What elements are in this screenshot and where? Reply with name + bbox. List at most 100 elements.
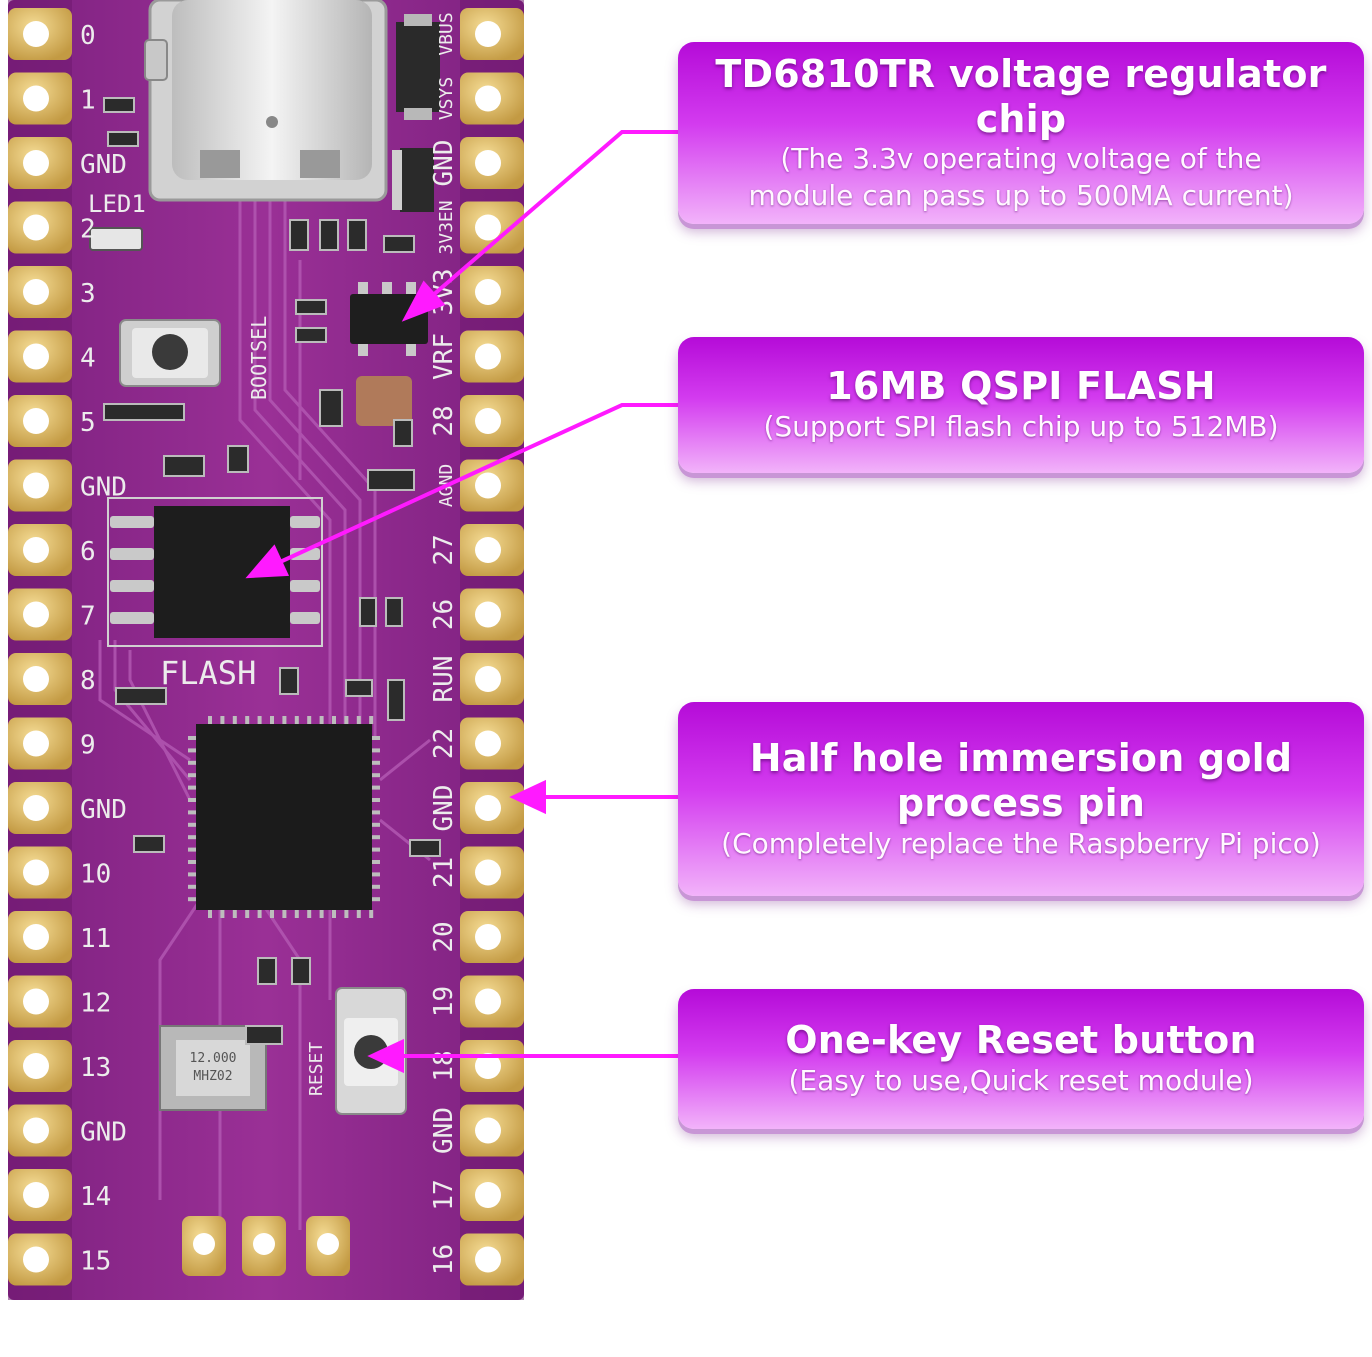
led-silkscreen: LED1 xyxy=(88,190,146,218)
left-pin-label: GND xyxy=(80,795,127,825)
mcu-pin xyxy=(270,716,274,724)
mcu-pin xyxy=(208,716,212,724)
right-pin-label: GND xyxy=(429,1107,459,1154)
arrow-pin xyxy=(509,779,678,815)
left-pin-label: 9 xyxy=(80,731,96,761)
left-pad-hole xyxy=(23,343,49,370)
right-pad-hole xyxy=(475,795,501,821)
left-pin-label: 8 xyxy=(80,666,96,696)
mcu-pin xyxy=(319,716,324,724)
left-pin-label: 13 xyxy=(80,1053,111,1083)
left-pin-label: 10 xyxy=(80,860,111,890)
mcu-pin xyxy=(356,910,361,918)
pcb-traces xyxy=(98,200,431,1230)
right-pad-hole xyxy=(475,988,501,1015)
right-pin-label: 16 xyxy=(429,1244,459,1275)
crystal-model-label: MHZ02 xyxy=(193,1069,232,1084)
mcu-pin xyxy=(188,736,196,740)
left-pin-label: GND xyxy=(80,473,127,503)
right-pin-label: 19 xyxy=(429,986,459,1017)
mcu-pin xyxy=(188,835,196,840)
right-pad-hole xyxy=(475,150,501,176)
mcu-pin xyxy=(257,716,262,724)
mcu-pin xyxy=(356,716,361,724)
left-pin-label: GND xyxy=(80,150,127,180)
pointer-arrows xyxy=(245,130,678,1074)
mcu-pin xyxy=(307,716,312,724)
left-pin-label: GND xyxy=(80,1118,127,1148)
left-pad-hole xyxy=(23,859,49,886)
right-pin-label: VRF xyxy=(429,333,459,380)
mcu-pin xyxy=(372,884,380,889)
mcu-pin xyxy=(188,822,196,827)
left-pad-hole xyxy=(23,666,49,692)
mcu-pin xyxy=(369,910,374,918)
left-pin-label: 6 xyxy=(80,537,96,567)
arrow-reset xyxy=(367,1038,678,1074)
left-pin-label: 0 xyxy=(80,21,96,51)
right-pin-labels: VBUSVSYSGND3V3EN3V3VRF28AGND2726RUN22GND… xyxy=(429,12,459,1275)
left-pad-hole xyxy=(23,21,49,47)
left-pad-hole xyxy=(23,1182,49,1208)
reset-callout: One-key Reset button (Easy to use,Quick … xyxy=(678,989,1364,1129)
mcu-pin xyxy=(188,897,196,902)
mcu-pin xyxy=(372,835,380,840)
mcu-pin xyxy=(188,872,196,877)
reset-callout-title: One-key Reset button xyxy=(785,1018,1257,1063)
mcu-pin xyxy=(344,910,349,918)
mcu-pin xyxy=(270,910,274,918)
arrow-regulator xyxy=(401,130,678,322)
right-pad-hole xyxy=(475,472,501,499)
left-pad-hole xyxy=(23,279,49,305)
left-pad-hole xyxy=(23,408,49,434)
left-pin-label: 12 xyxy=(80,989,111,1019)
mcu-pin xyxy=(372,872,380,877)
right-pin-label: 20 xyxy=(429,921,459,952)
arrow-flash xyxy=(245,403,678,579)
mcu-pin xyxy=(294,910,299,918)
mcu-pin xyxy=(220,910,225,918)
mcu-pin xyxy=(282,910,287,918)
reset-silkscreen: RESET xyxy=(306,1042,327,1096)
left-pad-hole xyxy=(23,795,49,821)
mcu-pin xyxy=(188,773,196,778)
left-pad-hole xyxy=(23,214,49,241)
left-pad-hole xyxy=(23,601,49,628)
mcu-pin xyxy=(332,716,336,724)
fuse-component xyxy=(392,148,434,212)
mcu-pin xyxy=(188,810,196,815)
flash-callout: 16MB QSPI FLASH (Support SPI flash chip … xyxy=(678,337,1364,473)
mcu-pin xyxy=(188,798,196,802)
mcu-pin xyxy=(232,910,237,918)
mcu-pin xyxy=(372,736,380,740)
left-pin-label: 15 xyxy=(80,1247,111,1277)
voltage-regulator-chip xyxy=(350,282,428,356)
right-pad-hole xyxy=(475,1246,501,1273)
pin-callout-subtitle: (Completely replace the Raspberry Pi pic… xyxy=(721,826,1321,860)
right-pad-hole xyxy=(475,537,501,563)
right-pin-label: 3V3EN xyxy=(436,200,457,254)
pin-callout-title-1: Half hole immersion gold xyxy=(749,735,1293,780)
left-pin-label: 11 xyxy=(80,924,111,954)
regulator-callout: TD6810TR voltage regulator chip (The 3.3… xyxy=(678,42,1364,224)
right-pin-label: 17 xyxy=(429,1179,459,1210)
left-pin-label: 3 xyxy=(80,279,96,309)
mcu-pin xyxy=(257,910,262,918)
right-pad-hole xyxy=(475,924,501,950)
left-pin-label: 1 xyxy=(80,86,96,116)
left-pad-hole xyxy=(23,988,49,1015)
microcontroller-chip xyxy=(188,716,380,918)
right-pad-hole xyxy=(475,1053,501,1079)
regulator-callout-title: TD6810TR voltage regulator chip xyxy=(715,51,1327,141)
left-pad-hole xyxy=(23,1246,49,1273)
mcu-pin xyxy=(188,847,196,852)
left-pad-hole xyxy=(23,730,49,757)
right-pin-label: VBUS xyxy=(436,12,457,55)
left-pad-hole xyxy=(23,537,49,563)
right-pad-hole xyxy=(475,279,501,305)
mcu-pin xyxy=(372,847,380,852)
mcu-pin xyxy=(372,748,380,753)
right-pin-label: GND xyxy=(429,140,459,187)
left-pad-hole xyxy=(23,924,49,950)
